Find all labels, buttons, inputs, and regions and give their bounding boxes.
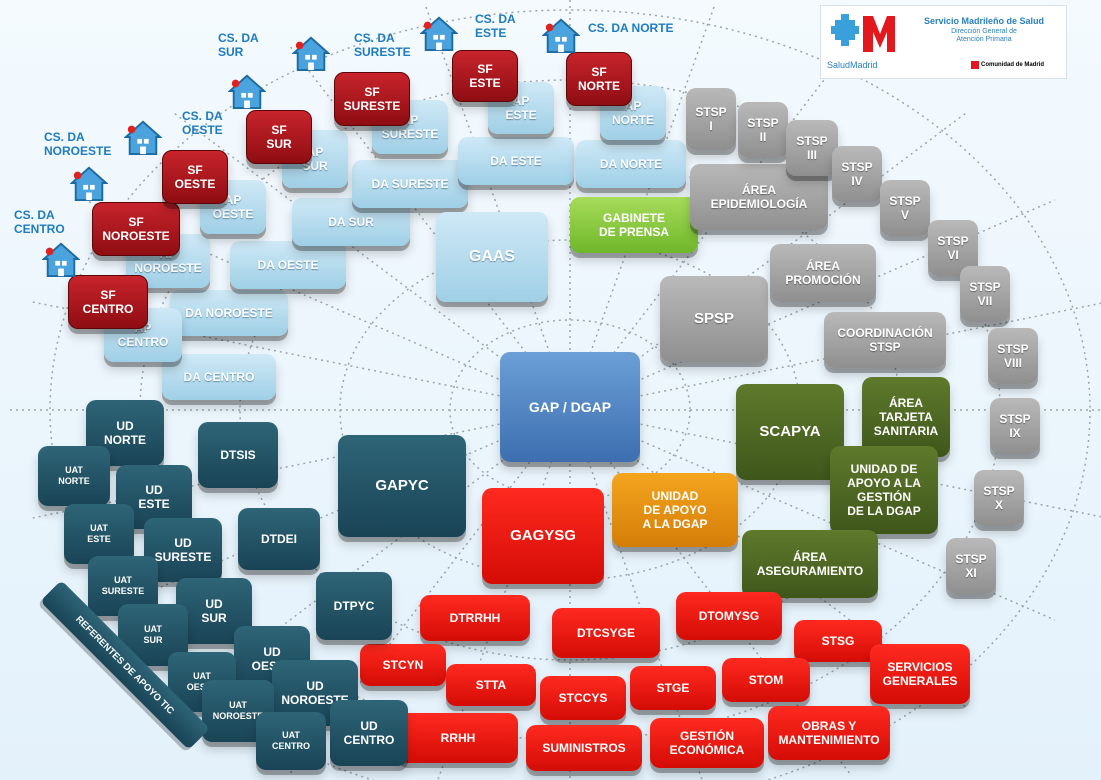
connector-spoke	[28, 300, 571, 411]
da-oeste-box[interactable]: DA OESTE	[230, 241, 346, 289]
sf-norte-box[interactable]: SF NORTE	[566, 52, 632, 106]
uat-norte-box[interactable]: UAT NORTE	[38, 446, 110, 506]
da-centro-box[interactable]: DA CENTRO	[162, 354, 276, 400]
area-aseguramiento-box[interactable]: ÁREA ASEGURAMIENTO	[742, 530, 878, 598]
connector-spoke	[569, 409, 851, 775]
sf-sureste-box[interactable]: SF SURESTE	[334, 72, 410, 126]
rrhh-box[interactable]: RRHH	[398, 713, 518, 763]
connector-spoke	[84, 199, 571, 411]
connector-spoke	[569, 199, 1056, 411]
stsp-iii-box[interactable]: STSP III	[786, 120, 838, 176]
connector-spoke	[569, 409, 1056, 621]
stsp-vii-box[interactable]: STSP VII	[960, 266, 1010, 322]
gabinete-prensa-box[interactable]: GABINETE DE PRENSA	[570, 197, 698, 253]
connector-spoke	[289, 409, 571, 775]
health-center-house-icon	[70, 166, 108, 202]
ud-norte-box[interactable]: UD NORTE	[86, 400, 164, 466]
stsp-ii-box[interactable]: STSP II	[738, 102, 788, 158]
gaas-box[interactable]: GAAS	[436, 212, 548, 302]
area-promocion-box[interactable]: ÁREA PROMOCIÓN	[770, 244, 876, 302]
org-subtitle: Dirección General de Atención Primaria	[951, 28, 1017, 44]
center-label-noroeste: CS. DA NOROESTE	[44, 130, 112, 158]
uat-centro-box[interactable]: UAT CENTRO	[256, 712, 326, 770]
dtomysg-box[interactable]: DTOMYSG	[676, 592, 782, 640]
gestion-economica-box[interactable]: GESTIÓN ECONÓMICA	[650, 718, 764, 768]
stsp-ix-box[interactable]: STSP IX	[990, 398, 1040, 454]
coordinacion-stsp-box[interactable]: COORDINACIÓN STSP	[824, 312, 946, 368]
region-name: Comunidad de Madrid	[981, 62, 1044, 68]
gap-dgap-box[interactable]: GAP / DGAP	[500, 352, 640, 462]
center-label-oeste: CS. DA OESTE	[182, 109, 223, 137]
servicios-generales-box[interactable]: SERVICIOS GENERALES	[870, 644, 970, 704]
scapya-box[interactable]: SCAPYA	[736, 384, 844, 480]
salud-madrid-emblem-icon	[831, 14, 895, 52]
stsg-box[interactable]: STSG	[794, 620, 882, 662]
connector-spoke	[28, 409, 571, 520]
da-norte-box[interactable]: DA NORTE	[576, 140, 686, 188]
stsp-i-box[interactable]: STSP I	[686, 88, 736, 150]
gagysg-box[interactable]: GAGYSG	[482, 488, 604, 584]
suministros-box[interactable]: SUMINISTROS	[526, 725, 642, 771]
uat-noroeste-box[interactable]: UAT NOROESTE	[202, 680, 274, 742]
stta-box[interactable]: STTA	[446, 664, 536, 706]
stsp-iv-box[interactable]: STSP IV	[832, 146, 882, 202]
da-sureste-box[interactable]: DA SURESTE	[352, 160, 468, 208]
health-center-house-icon	[228, 74, 266, 110]
area-tarjeta-sanitaria-box[interactable]: ÁREA TARJETA SANITARIA	[862, 377, 950, 457]
gapyc-box[interactable]: GAPYC	[338, 435, 466, 537]
health-center-house-icon	[420, 16, 458, 52]
da-este-box[interactable]: DA ESTE	[458, 137, 574, 185]
health-center-house-icon	[42, 242, 80, 278]
brand-name: SaludMadrid	[827, 60, 878, 70]
uat-este-box[interactable]: UAT ESTE	[64, 504, 134, 564]
unidad-apoyo-gestion-box[interactable]: UNIDAD DE APOYO A LA GESTIÓN DE LA DGAP	[830, 446, 938, 534]
stsp-v-box[interactable]: STSP V	[880, 180, 930, 236]
obras-mantenimiento-box[interactable]: OBRAS Y MANTENIMIENTO	[768, 706, 890, 760]
ap-norte-box[interactable]: AP NORTE	[600, 86, 666, 140]
sf-oeste-box[interactable]: SF OESTE	[162, 150, 228, 204]
stom-box[interactable]: STOM	[722, 658, 810, 702]
connector-spoke	[569, 409, 1101, 518]
health-center-house-icon	[292, 36, 330, 72]
connector-spoke	[84, 409, 571, 621]
stccys-box[interactable]: STCCYS	[540, 676, 626, 720]
unidad-apoyo-dgap-box[interactable]: UNIDAD DE APOYO A LA DGAP	[612, 473, 738, 547]
org-name: Servicio Madrileño de Salud	[923, 16, 1045, 26]
connector-spoke	[569, 112, 967, 411]
region-flag-icon	[971, 61, 979, 69]
connector-spoke	[173, 112, 571, 411]
sf-sur-box[interactable]: SF SUR	[246, 110, 312, 164]
dtdei-box[interactable]: DTDEI	[238, 508, 320, 570]
stge-box[interactable]: STGE	[630, 666, 716, 710]
center-label-centro: CS. DA CENTRO	[14, 208, 65, 236]
sf-este-box[interactable]: SF ESTE	[452, 50, 518, 102]
salud-madrid-logo: SaludMadrid Servicio Madrileño de Salud …	[820, 5, 1067, 79]
center-label-este: CS. DA ESTE	[475, 12, 516, 40]
connector-spoke	[173, 409, 571, 708]
sf-noroeste-box[interactable]: SF NOROESTE	[92, 202, 180, 256]
connector-ring	[49, 9, 1091, 780]
health-center-house-icon	[542, 18, 580, 54]
dtrrhh-box[interactable]: DTRRHH	[420, 595, 530, 641]
connector-spoke	[569, 302, 1101, 411]
stsp-viii-box[interactable]: STSP VIII	[988, 328, 1038, 384]
center-label-norte: CS. DA NORTE	[588, 21, 674, 35]
connector-spoke	[289, 45, 571, 411]
health-center-house-icon	[124, 120, 162, 156]
ud-centro-box[interactable]: UD CENTRO	[330, 700, 408, 766]
sf-centro-box[interactable]: SF CENTRO	[68, 275, 148, 329]
center-label-sureste: CS. DA SURESTE	[354, 31, 411, 59]
dtpyc-box[interactable]: DTPYC	[316, 572, 392, 640]
stsp-xi-box[interactable]: STSP XI	[946, 538, 996, 594]
stcyn-box[interactable]: STCYN	[360, 644, 446, 686]
dtcsyge-box[interactable]: DTCSYGE	[552, 608, 660, 658]
da-noroeste-box[interactable]: DA NOROESTE	[170, 290, 288, 336]
dtsis-box[interactable]: DTSIS	[198, 422, 278, 488]
stsp-x-box[interactable]: STSP X	[974, 470, 1024, 526]
spsp-box[interactable]: SPSP	[660, 276, 768, 362]
center-label-sur: CS. DA SUR	[218, 31, 259, 59]
